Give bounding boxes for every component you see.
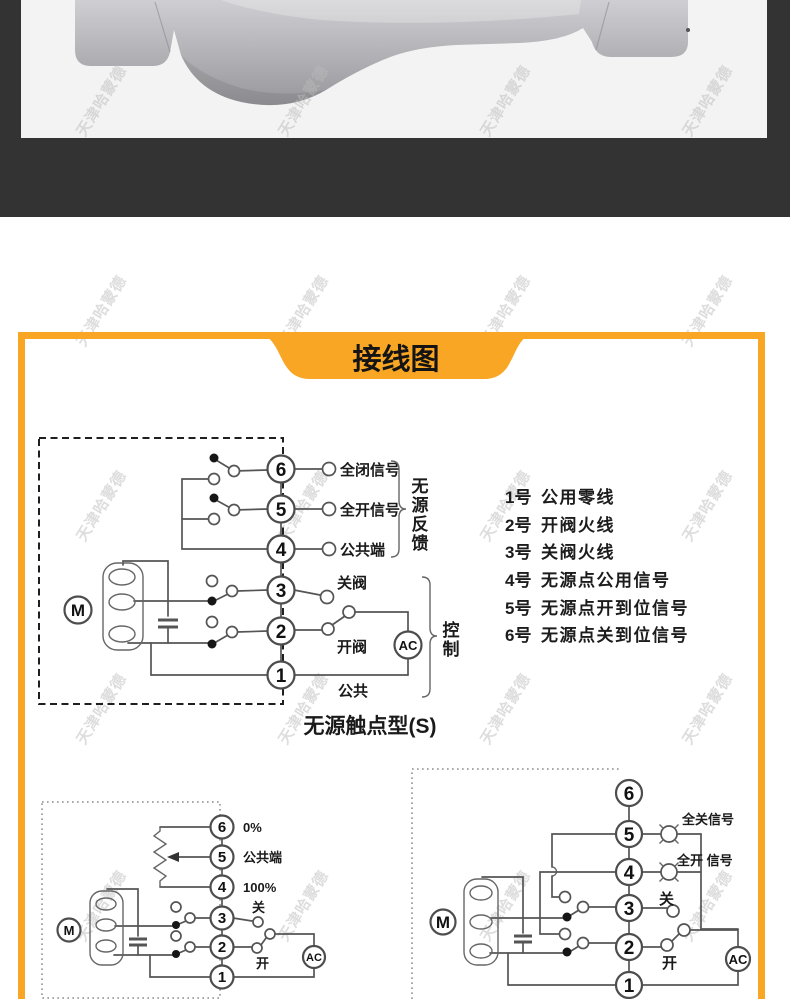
valve-shading (181, 55, 326, 106)
label-0-percent: 0% (243, 820, 262, 835)
switch-contacts (558, 890, 691, 957)
terminal-number: 1 (276, 666, 287, 687)
legend-desc: 无源点关到位信号 (541, 626, 689, 646)
terminal-number: 2 (218, 939, 226, 956)
motor-symbol: M (429, 878, 499, 966)
control-brace (421, 576, 438, 698)
terminal-number: 6 (218, 819, 226, 836)
legend-desc: 无源点公用信号 (541, 571, 671, 591)
label-close: 关 (659, 890, 674, 908)
label-common: 公共 (338, 683, 368, 700)
terminal-number: 3 (276, 581, 287, 602)
label-common-terminal: 公共端 (340, 541, 385, 559)
valve-facet-line (595, 1, 610, 51)
diagram-caption: 无源触点型(S) (304, 714, 437, 738)
motor-symbol: M (56, 890, 124, 966)
label-full-close-signal: 全闭信号 (339, 461, 400, 479)
label-open-valve: 开阀 (337, 638, 367, 656)
actuator-dotted-outline (411, 768, 620, 999)
feedback-brace (390, 460, 407, 558)
motor-label: M (436, 913, 450, 932)
lamp-symbol-full-close (659, 824, 679, 844)
terminal-strip: 6 5 4 3 2 1 (209, 814, 235, 990)
label-common-terminal: 公共端 (243, 850, 282, 865)
actuator-dotted-outline (41, 801, 221, 999)
valve-spot (686, 28, 690, 32)
label-close: 关 (252, 900, 265, 915)
valve-highlight (221, 0, 581, 23)
legend-desc: 开阀火线 (541, 515, 615, 535)
label-full-close-signal: 全关信号 (681, 812, 734, 827)
legend-number: 6号 (505, 626, 532, 646)
terminal-number: 4 (218, 879, 227, 896)
product-photo (21, 0, 767, 138)
legend-number: 4号 (505, 571, 532, 591)
legend-number: 1号 (505, 488, 532, 508)
terminal-number: 2 (624, 938, 635, 959)
switch-contacts (205, 453, 356, 649)
terminal-strip: 6 5 4 3 2 1 (614, 778, 644, 999)
terminal-number: 2 (276, 622, 287, 643)
terminal-number: 4 (624, 863, 635, 884)
valve-photo-illustration (75, 0, 690, 106)
actuator-dashed-outline (38, 437, 284, 705)
label-full-open-signal: 全开信号 (339, 501, 400, 519)
terminal-number: 1 (218, 969, 226, 986)
legend-row: 3号关阀火线 (505, 537, 689, 565)
legend-desc: 无源点开到位信号 (541, 598, 689, 618)
ac-label: AC (399, 638, 418, 653)
wires (106, 826, 315, 978)
lamp-symbol-full-open (659, 862, 679, 882)
terminal-number: 5 (624, 825, 635, 846)
diagram-lamp-feedback: M 6 5 4 3 2 1 AC (411, 768, 752, 999)
ac-source: AC (301, 944, 327, 970)
section-title-tab: 接线图 (252, 332, 540, 379)
ac-source: AC (724, 945, 752, 973)
tab-shape (252, 332, 540, 379)
legend-number: 5号 (505, 598, 532, 618)
terminal-legend: 1号公用零线 2号开阀火线 3号关阀火线 4号无源点公用信号 5号无源点开到位信… (505, 482, 689, 648)
legend-number: 3号 (505, 543, 532, 563)
ac-source: AC (393, 630, 423, 660)
legend-desc: 关阀火线 (541, 543, 615, 563)
legend-row: 5号无源点开到位信号 (505, 592, 689, 620)
motor-label: M (64, 923, 75, 938)
terminal-number: 6 (276, 460, 287, 481)
legend-row: 4号无源点公用信号 (505, 565, 689, 593)
motor-label: M (71, 601, 85, 620)
section-title: 接线图 (352, 343, 439, 376)
ac-label: AC (729, 952, 748, 967)
terminal-number: 3 (218, 910, 226, 927)
group-label-control: 控制 (440, 620, 460, 659)
legend-row: 1号公用零线 (505, 482, 689, 510)
diagram-potentiometer: M 6 5 4 3 2 1 AC 0% 公共端 100% 关 开 (41, 801, 327, 999)
terminal-number: 4 (276, 540, 287, 561)
ac-label: AC (306, 952, 322, 964)
terminal-strip: 6 5 4 3 2 1 (266, 454, 296, 690)
wiper-arrowhead (167, 852, 179, 862)
label-open: 开 (662, 955, 677, 972)
label-open: 开 (256, 956, 269, 971)
terminal-number: 6 (624, 784, 635, 805)
legend-row: 6号无源点关到位信号 (505, 620, 689, 648)
switch-contacts (170, 901, 276, 958)
terminal-number: 5 (218, 849, 226, 866)
wires (481, 792, 739, 986)
motor-symbol: M (63, 562, 144, 651)
terminal-number: 5 (276, 500, 287, 521)
top-dark-section (0, 0, 790, 217)
label-full-open-signal: 全开 信号 (676, 853, 733, 868)
legend-desc: 公用零线 (541, 488, 615, 508)
label-close-valve: 关阀 (337, 574, 367, 592)
legend-row: 2号开阀火线 (505, 510, 689, 538)
label-100-percent: 100% (243, 880, 277, 895)
valve-body-silhouette (75, 0, 688, 106)
group-label-feedback: 无源反馈 (409, 477, 430, 553)
valve-facet-line (154, 1, 171, 53)
legend-number: 2号 (505, 515, 532, 535)
diagram-passive-contact: M 6 5 4 3 2 1 AC 全闭信号 全开信号 公共端 (38, 437, 460, 738)
terminal-number: 3 (624, 899, 635, 920)
terminal-number: 1 (624, 976, 635, 997)
